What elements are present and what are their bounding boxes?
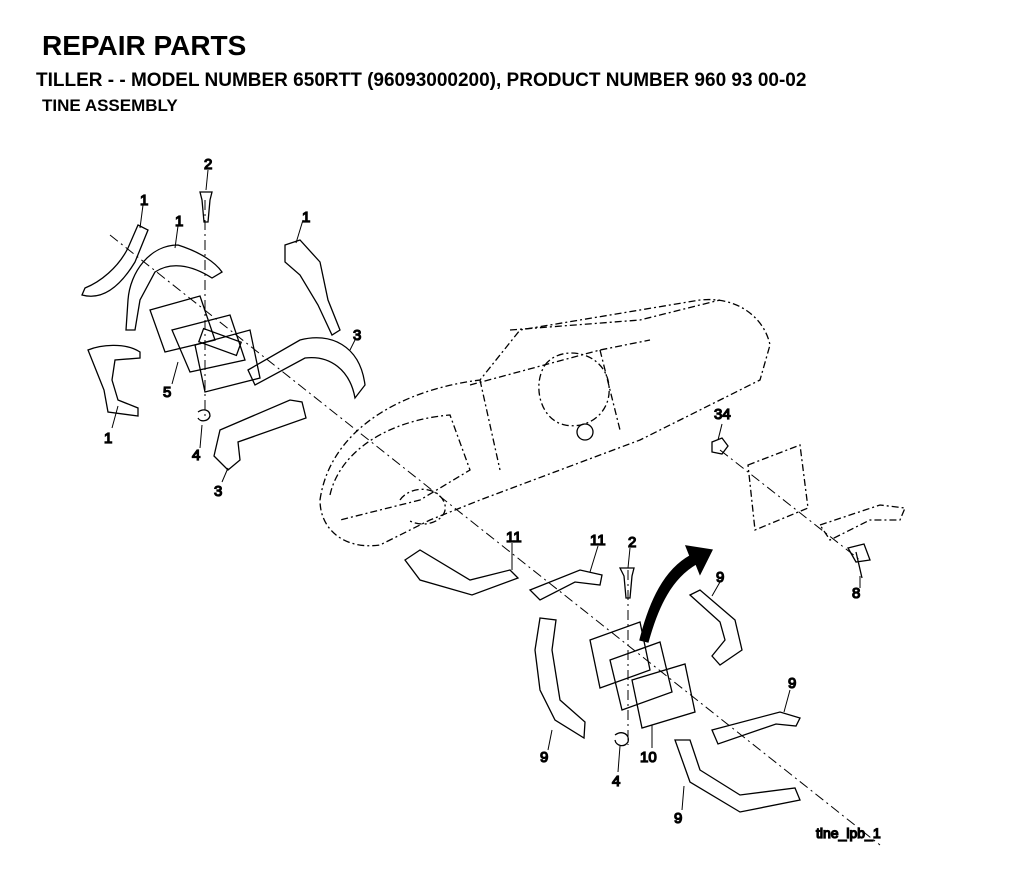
side-parts xyxy=(711,437,906,579)
figure-reference: tine_ipb_1 xyxy=(816,825,881,841)
callout-9: 9 xyxy=(716,569,724,586)
flange-5c xyxy=(194,329,261,393)
leader-lines xyxy=(111,169,861,811)
axis-lines xyxy=(109,200,881,846)
callout-2: 2 xyxy=(628,534,636,551)
bolt-2-bottom xyxy=(618,567,635,599)
callout-3: 3 xyxy=(214,483,222,500)
tine-1d xyxy=(87,344,141,417)
callout-9: 9 xyxy=(540,749,548,766)
left-tine-group xyxy=(81,191,366,471)
side-plate xyxy=(747,444,809,531)
callout-1: 1 xyxy=(104,430,112,447)
callout-8: 8 xyxy=(852,585,860,602)
callout-11: 11 xyxy=(506,529,522,546)
tine-11a xyxy=(404,549,520,596)
page-subtitle: TILLER - - MODEL NUMBER 650RTT (96093000… xyxy=(36,70,807,91)
callout-1: 1 xyxy=(175,213,183,230)
tine-9d xyxy=(674,739,801,813)
tine-1c xyxy=(284,239,341,336)
callout-5: 5 xyxy=(163,384,171,401)
clip-4-left xyxy=(197,409,211,422)
callout-2: 2 xyxy=(204,156,212,173)
flange-10a xyxy=(589,621,651,689)
housing-bolt-hole xyxy=(576,423,594,441)
callout-1: 1 xyxy=(302,209,310,226)
callout-4: 4 xyxy=(612,773,620,790)
callout-3: 3 xyxy=(353,327,361,344)
callout-1: 1 xyxy=(140,192,148,209)
page-title: REPAIR PARTS xyxy=(42,30,247,61)
section-title: TINE ASSEMBLY xyxy=(42,96,178,115)
tiller-housing xyxy=(319,298,771,547)
clip-4-right xyxy=(614,732,629,747)
callout-11: 11 xyxy=(590,532,606,549)
tine-11b xyxy=(528,569,603,601)
right-tine-group xyxy=(404,545,801,813)
callout-34: 34 xyxy=(714,406,731,423)
callout-9: 9 xyxy=(674,810,682,827)
nut-34 xyxy=(711,437,729,455)
callout-4: 4 xyxy=(192,447,200,464)
bolt-2-top xyxy=(199,191,213,223)
tine-1b xyxy=(125,244,223,331)
rotation-arrow xyxy=(639,545,713,643)
flange-5b xyxy=(171,314,246,373)
flange-10b xyxy=(609,641,673,711)
depth-bar xyxy=(818,504,906,541)
callout-10: 10 xyxy=(640,749,657,766)
tine-1a xyxy=(81,224,149,297)
callout-9: 9 xyxy=(788,675,796,692)
flange-10c xyxy=(631,663,696,729)
hub-tube-left xyxy=(197,327,243,357)
tine-3b xyxy=(213,399,307,471)
tine-9a xyxy=(534,617,586,740)
tine-3a xyxy=(247,337,366,400)
bolt-8 xyxy=(847,543,871,579)
tine-9c xyxy=(711,711,801,745)
tine-9b xyxy=(688,589,743,666)
